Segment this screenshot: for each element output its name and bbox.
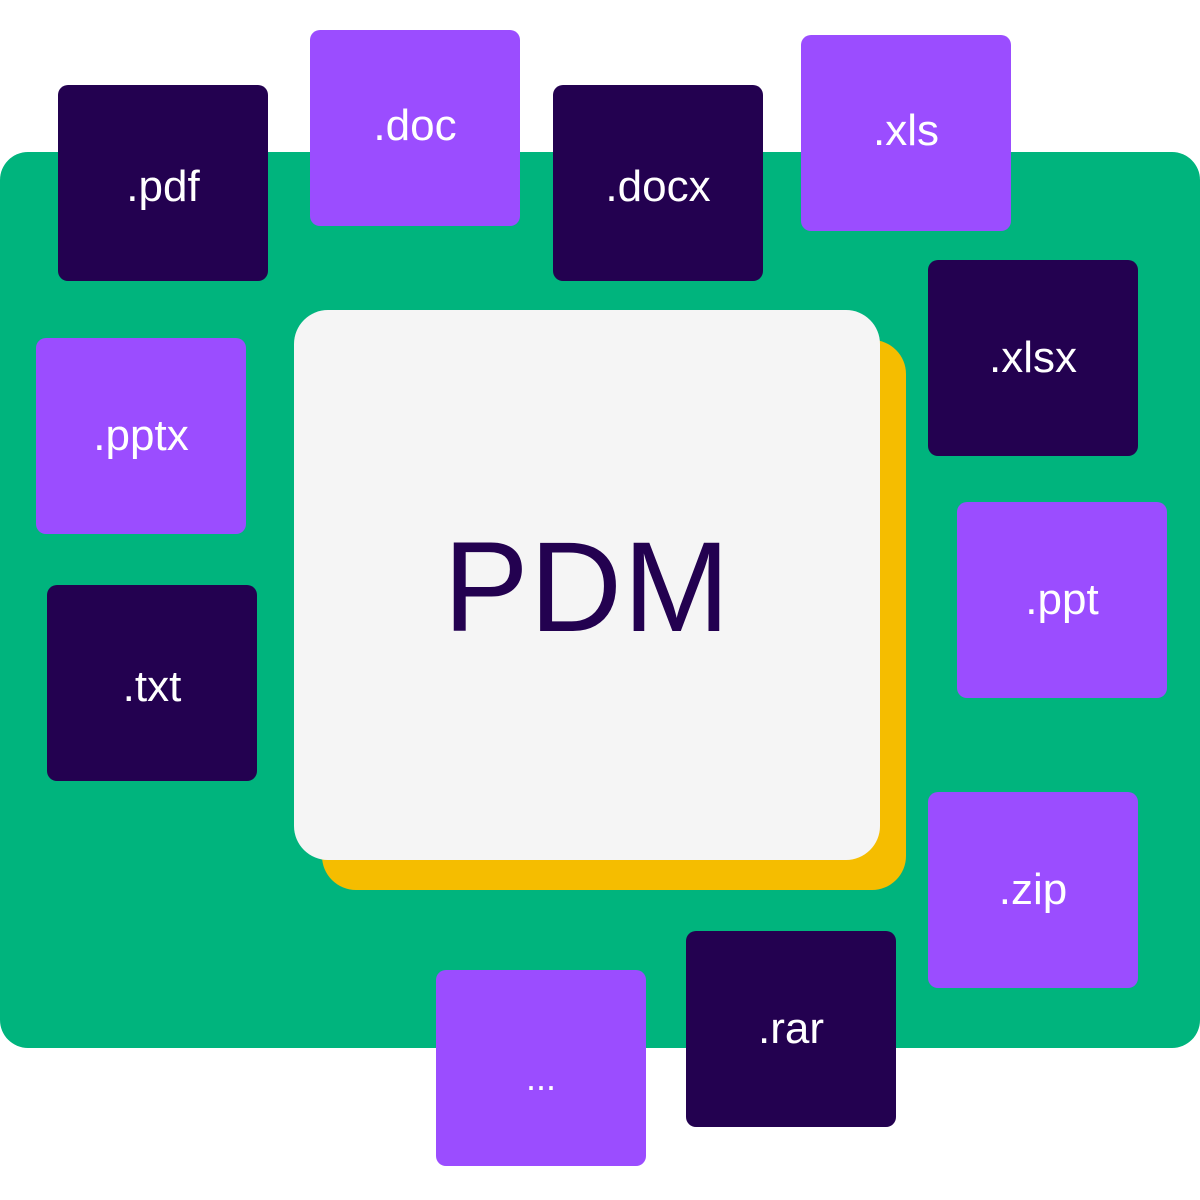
tile-label-xlsx: .xlsx <box>989 333 1077 382</box>
tile-pptx: .pptx <box>36 338 246 534</box>
tile-label-more: ... <box>525 1057 556 1098</box>
tile-label-zip: .zip <box>998 865 1068 914</box>
tile-xlsx: .xlsx <box>928 260 1138 456</box>
tile-rar: .rar <box>686 931 896 1127</box>
tile-label-docx: .docx <box>605 162 711 211</box>
tile-docx: .docx <box>553 85 763 281</box>
tile-label-pptx: .pptx <box>93 411 189 460</box>
tile-xls: .xls <box>801 35 1011 231</box>
tile-more: ... <box>436 970 646 1166</box>
tile-label-pdf: .pdf <box>126 162 200 211</box>
tile-doc: .doc <box>310 30 520 226</box>
tile-label-txt: .txt <box>122 662 182 711</box>
center-card: PDM <box>294 310 880 860</box>
tile-ppt: .ppt <box>957 502 1167 698</box>
tile-label-xls: .xls <box>873 106 939 155</box>
tile-zip: .zip <box>928 792 1138 988</box>
tile-pdf: .pdf <box>58 85 268 281</box>
tile-label-doc: .doc <box>373 101 457 150</box>
tile-label-ppt: .ppt <box>1025 575 1099 624</box>
tile-label-rar: .rar <box>758 1004 824 1053</box>
center-label: PDM <box>443 516 731 659</box>
tile-txt: .txt <box>47 585 257 781</box>
